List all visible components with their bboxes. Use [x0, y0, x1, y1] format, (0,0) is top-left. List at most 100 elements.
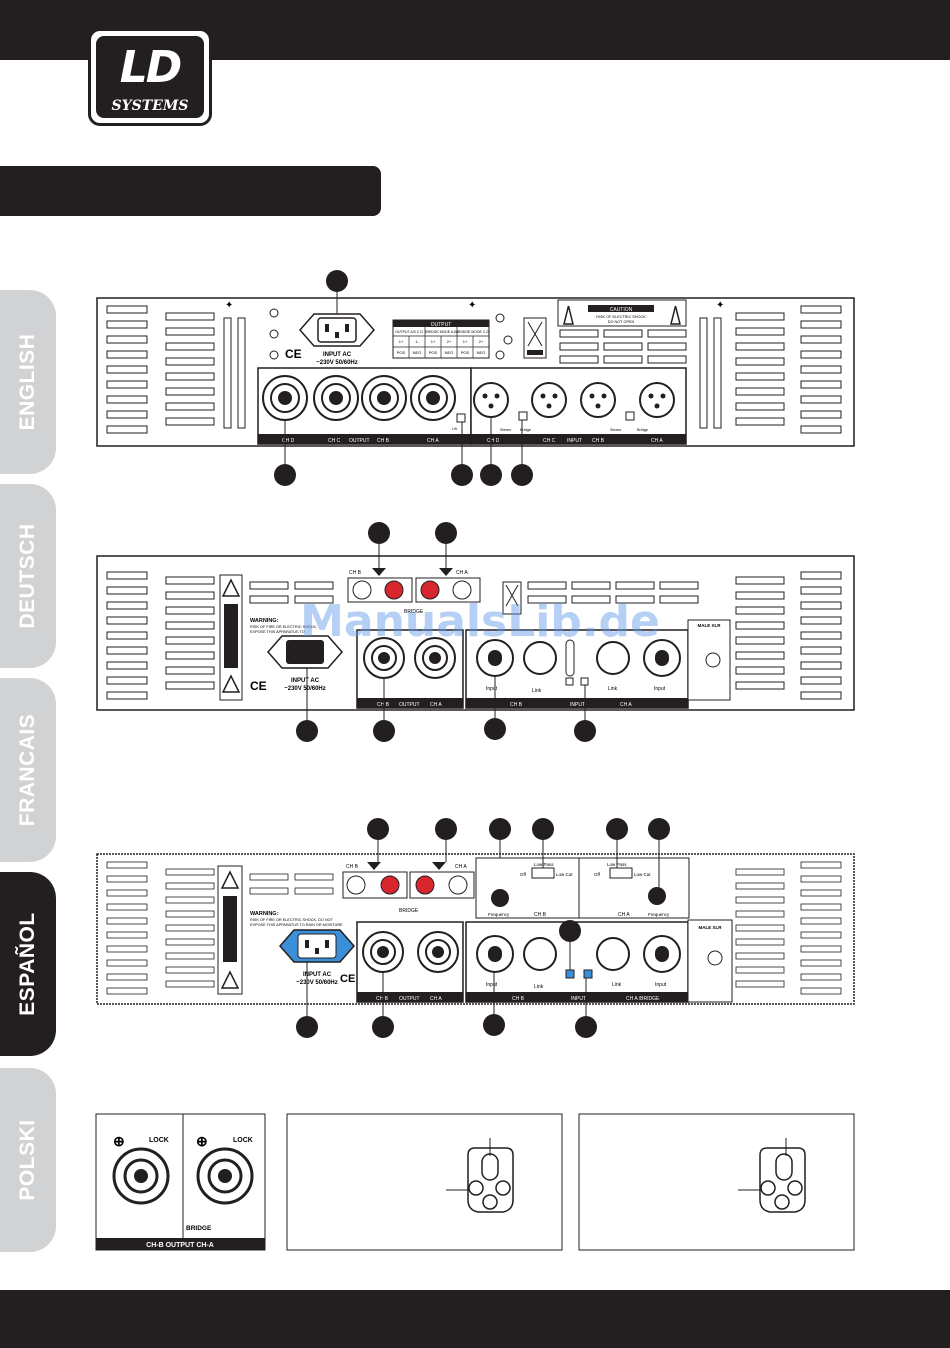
- warning-text: EXPOSE THIS APPARATUS TO RAIN OR MOISTUR…: [250, 923, 343, 927]
- callout-marker: [372, 1016, 394, 1038]
- lock-label: LOCK: [233, 1137, 253, 1144]
- in-label: CH B: [510, 702, 523, 708]
- callout-marker: [574, 720, 596, 742]
- tab-deutsch[interactable]: DEUTSCH: [0, 484, 56, 668]
- ce-mark: CE: [285, 347, 302, 361]
- switch-label: Bridge: [520, 428, 531, 432]
- lock-label: LOCK: [149, 1137, 169, 1144]
- out-col-1: OUTPUT A B C D: [395, 330, 423, 334]
- pol: POS: [429, 350, 438, 355]
- xlr-label: Input: [486, 982, 498, 988]
- warning-text: RISK OF FIRE OR ELECTRIC SHOCK,: [250, 625, 317, 629]
- pin: 1-: [415, 339, 419, 344]
- filter-channel: CH A: [618, 912, 630, 918]
- xlr-label: Link: [612, 982, 622, 988]
- warning-text: RISK OF FIRE OR ELECTRIC SHOCK, DO NOT: [250, 918, 334, 922]
- caution-title: CAUTION: [610, 307, 633, 313]
- out-label: CH D: [282, 438, 295, 444]
- panel3-input-ac: INPUT AC: [303, 972, 332, 978]
- callout-marker: [648, 818, 670, 840]
- svg-text:✦: ✦: [716, 300, 724, 311]
- watermark: ManualsLib.de: [300, 596, 660, 647]
- pin: 2+: [447, 339, 452, 344]
- out-label: CH B: [376, 996, 389, 1002]
- pin: 1+: [431, 339, 436, 344]
- filter-label: Low Cut: [556, 872, 573, 877]
- pol: NEG: [445, 350, 454, 355]
- warning-title: WARNING:: [250, 618, 279, 624]
- switch-label: Lift: [452, 427, 457, 431]
- pol: POS: [461, 350, 470, 355]
- xlr-label: Link: [608, 686, 618, 692]
- switch-label: Stereo: [610, 428, 621, 432]
- tab-english[interactable]: ENGLISH: [0, 290, 56, 474]
- section-title-bar: [0, 166, 381, 216]
- frequency-label: Frequency: [488, 912, 510, 917]
- panel1-input-ac: INPUT AC: [323, 352, 352, 358]
- out-col-2: BRIDGE MODE A-B: [425, 330, 457, 334]
- in-label: CH A: [620, 702, 632, 708]
- out-label: OUTPUT: [399, 702, 420, 708]
- pol: POS: [397, 350, 406, 355]
- callout-marker: [326, 270, 348, 292]
- in-label: INPUT: [571, 996, 586, 1002]
- channel-label: CH A: [455, 864, 467, 870]
- callout-marker: [451, 464, 473, 486]
- filter-label: Off: [520, 872, 527, 877]
- tab-francais[interactable]: FRANCAIS: [0, 678, 56, 862]
- callout-marker: [511, 464, 533, 486]
- out-label: CH A: [427, 438, 439, 444]
- ce-mark: CE: [250, 679, 267, 693]
- xlr-label: Input: [654, 686, 666, 692]
- frequency-label: Frequency: [648, 912, 670, 917]
- filter-label: Off: [594, 872, 601, 877]
- svg-text:⊕: ⊕: [113, 1133, 125, 1149]
- callout-marker: [368, 522, 390, 544]
- callout-marker: [274, 464, 296, 486]
- callout-marker: [296, 720, 318, 742]
- panel1-input-voltage: ~230V 50/60Hz: [316, 360, 358, 366]
- ld-systems-logo: LD SYSTEMS: [88, 28, 212, 126]
- channel-label: CH A: [456, 570, 468, 576]
- in-label: INPUT: [570, 702, 585, 708]
- detail-diagrams: CH-B OUTPUT CH-A ⊕ ⊕ LOCK LOCK BRIDGE: [95, 1113, 855, 1251]
- callout-marker: [373, 720, 395, 742]
- out-label: CH B: [377, 702, 390, 708]
- xlr-label: Input: [655, 982, 667, 988]
- in-label: CH A /BRIDGE: [626, 996, 660, 1002]
- tab-espanol[interactable]: ESPAÑOL: [0, 872, 56, 1056]
- callout-marker: [484, 718, 506, 740]
- out-label: CH B: [377, 438, 390, 444]
- callout-marker: [296, 1016, 318, 1038]
- ce-mark: CE: [340, 973, 355, 985]
- pol: NEG: [413, 350, 422, 355]
- panel-2: CH B CH A BRIDGE WARNING: RISK OF FIRE O…: [96, 544, 855, 722]
- caution-line: DO NOT OPEN: [608, 320, 635, 324]
- out-label: CH A: [430, 702, 442, 708]
- in-label: CH B: [592, 438, 605, 444]
- bottom-bar: [0, 1290, 950, 1348]
- caution-line: RISK OF ELECTRIC SHOCK: [596, 315, 646, 319]
- male-xlr-title: MALE XLR: [698, 623, 722, 628]
- filter-label: Low Cut: [634, 872, 651, 877]
- bridge-label: BRIDGE: [399, 908, 419, 914]
- panel1-output-header: OUTPUT: [431, 322, 452, 328]
- out-label: OUTPUT: [399, 996, 420, 1002]
- tab-polski[interactable]: POLSKI: [0, 1068, 56, 1252]
- channel-label: CH B: [349, 570, 362, 576]
- callout-marker: [480, 464, 502, 486]
- warning-title: WARNING:: [250, 911, 279, 917]
- filter-label: Low Pass: [534, 862, 554, 867]
- svg-text:✦: ✦: [468, 300, 476, 311]
- pin: 2+: [479, 339, 484, 344]
- switch-label: Bridge: [637, 428, 648, 432]
- pol: NEG: [477, 350, 486, 355]
- panel3-input-voltage: ~230V 50/60Hz: [296, 980, 338, 986]
- warning-text: EXPOSE THIS APPARATUS TO: [250, 630, 305, 634]
- in-label: CH A: [651, 438, 663, 444]
- xlr-label: Link: [532, 688, 542, 694]
- panel2-input-ac: INPUT AC: [291, 678, 320, 684]
- out-label: CH C: [328, 438, 341, 444]
- out-col-3: BRIDGE MODE C-D: [457, 330, 490, 334]
